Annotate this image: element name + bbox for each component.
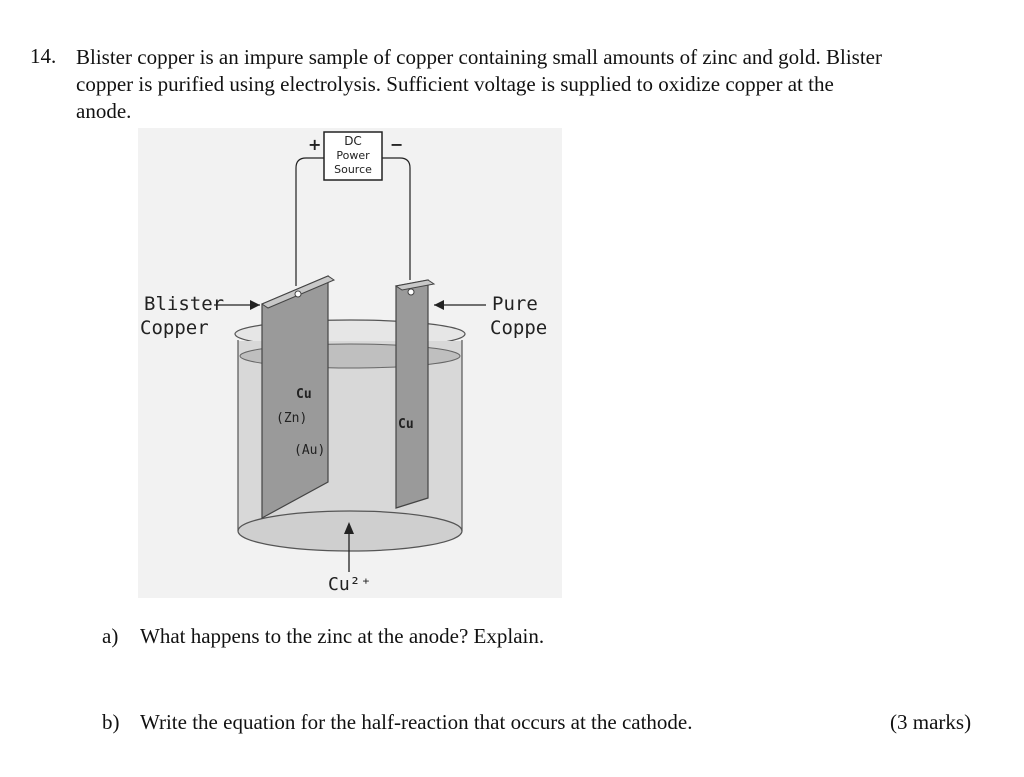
cathode-label-line: Coppe <box>490 317 547 339</box>
power-source-line: DC <box>344 134 362 148</box>
question-number: 14. <box>30 44 57 68</box>
anode-gold-label: (Au) <box>294 443 325 458</box>
dc-power-source: DC Power Source <box>323 131 383 181</box>
anode-label-line: Copper <box>140 317 209 339</box>
question-part-b: b) Write the equation for the half-reacti… <box>102 710 693 735</box>
anode-copper-label: Cu <box>296 387 312 402</box>
anode-label-line: Blister <box>144 293 224 315</box>
question-stem-line: Blister copper is an impure sample of co… <box>76 45 882 69</box>
cathode-pointer-arrowhead <box>434 300 444 310</box>
question-stem-line: copper is purified using electrolysis. S… <box>76 72 834 96</box>
part-label: a) <box>102 624 119 648</box>
solution-pointer-arrowhead <box>344 522 354 534</box>
cathode-wire <box>382 157 411 280</box>
question-stem-line: anode. <box>76 99 132 123</box>
power-source-line: Power <box>336 149 370 162</box>
cathode-copper-label: Cu <box>398 417 414 432</box>
anode-electrode <box>260 275 336 520</box>
question-part-a: a) What happens to the zinc at the anode?… <box>102 624 544 649</box>
marks-allocation: (3 marks) <box>890 710 972 734</box>
cathode-label-line: Pure <box>492 293 538 315</box>
anode-wire <box>295 157 324 286</box>
power-source-line: Source <box>334 163 372 176</box>
negative-terminal-sign: − <box>390 135 403 154</box>
part-label: b) <box>102 710 120 734</box>
part-text: Write the equation for the half-reaction… <box>140 710 693 734</box>
positive-terminal-sign: + <box>308 135 321 154</box>
anode-pointer-arrowhead <box>250 300 260 310</box>
cathode-electrode <box>394 279 436 509</box>
solution-ion-label: Cu²⁺ <box>328 574 371 595</box>
anode-zinc-label: (Zn) <box>276 411 307 426</box>
part-text: What happens to the zinc at the anode? E… <box>140 624 545 648</box>
question-stem: Blister copper is an impure sample of co… <box>76 44 1006 125</box>
electrolysis-diagram: DC Power Source + − <box>138 128 562 598</box>
